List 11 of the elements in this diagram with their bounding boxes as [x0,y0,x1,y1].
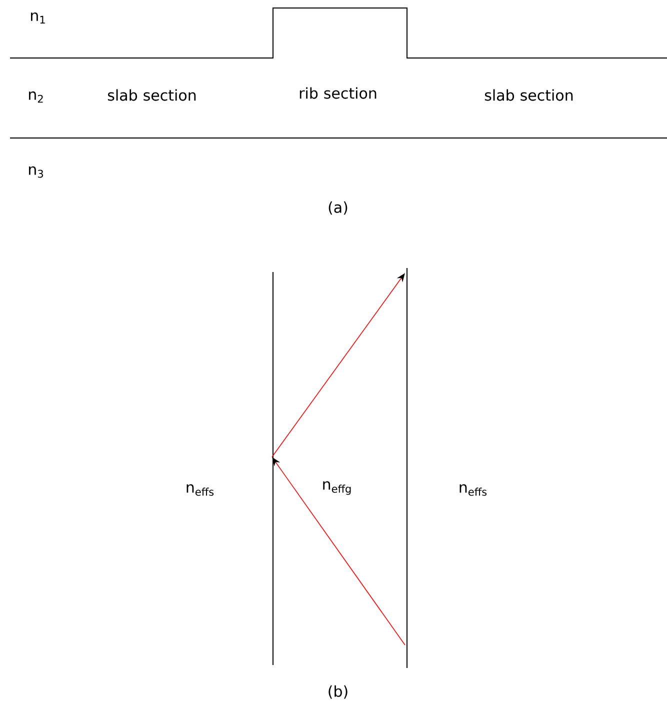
region-label: rib section [300,87,376,99]
panel-caption: (b) [328,685,348,699]
index-label: n$_{effs}$ [460,484,487,496]
region-label: slab section [108,89,196,101]
panel-caption: (a) [328,201,348,215]
index-label: n$_{1}$ [31,12,45,24]
index-label: n$_{effg}$ [323,481,351,495]
index-label: n$_{3}$ [29,166,43,178]
region-label: slab section [484,89,573,101]
index-label: n$_{effs}$ [186,484,214,496]
index-label: n$_{2}$ [29,91,43,103]
